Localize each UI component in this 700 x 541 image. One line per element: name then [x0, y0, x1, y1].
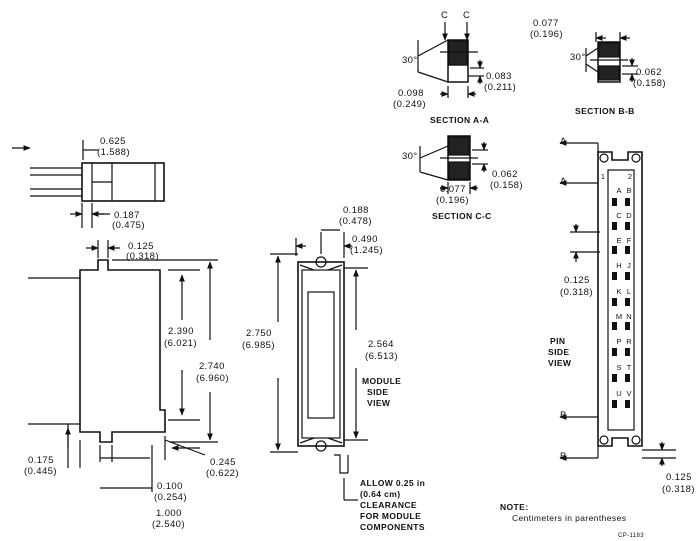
module-side-view-label-3: VIEW: [367, 398, 391, 408]
dim-0245-cm: (0.622): [206, 468, 239, 479]
dim-2564: 2.564: [368, 339, 394, 350]
pin-label-left: C: [616, 211, 622, 220]
pin-label-right: N: [626, 312, 632, 321]
front-view: [28, 240, 218, 492]
pin-label-right: F: [626, 236, 632, 245]
pin-label-left: P: [616, 337, 622, 346]
right-dim-0125: 0.125: [666, 472, 692, 483]
section-cc-dim-0062: 0.062: [492, 169, 518, 180]
allow-line-3: CLEARANCE: [360, 500, 417, 510]
section-aa-dim-0098-cm: (0.249): [393, 99, 426, 110]
marker-b-1: B: [560, 410, 567, 421]
section-cc-dim-0077: 0.077: [440, 184, 466, 195]
right-dim-0125-cm: (0.318): [662, 484, 695, 495]
dim-1000: 1.000: [156, 508, 182, 519]
dim-2390-cm: (6.021): [164, 338, 197, 349]
section-bb-drawing: [585, 32, 638, 83]
module-side-view-drawing: [270, 229, 368, 501]
pin-label-right: R: [626, 337, 632, 346]
dim-0187-cm: (0.475): [112, 220, 145, 231]
dim-0187: 0.187: [114, 210, 140, 221]
pin-label-left: U: [616, 389, 622, 398]
dim-2390: 2.390: [168, 326, 194, 337]
pin-label-right: T: [626, 363, 632, 372]
dim-2564-cm: (6.513): [365, 351, 398, 362]
dim-0125: 0.125: [128, 241, 154, 252]
section-aa-angle: 30°: [402, 55, 418, 66]
section-cc-title: SECTION C-C: [432, 211, 492, 221]
dim-2750: 2.750: [246, 328, 272, 339]
section-aa-dim-0083-cm: (0.211): [484, 82, 517, 93]
pin-number-1: 1: [600, 172, 606, 181]
section-bb-title: SECTION B-B: [575, 106, 635, 116]
pin-label-right: J: [627, 261, 631, 270]
dim-0490-cm: (1.245): [350, 245, 383, 256]
pin-label-left: E: [616, 236, 622, 245]
dim-0100-cm: (0.254): [154, 492, 187, 503]
allow-line-1: ALLOW 0.25 in: [360, 478, 426, 488]
marker-b-2: B: [560, 451, 567, 462]
top-view: [12, 140, 165, 228]
pin-dim-0125-cm: (0.318): [560, 287, 593, 298]
dim-0490: 0.490: [352, 234, 378, 245]
pin-side-view-drawing: [559, 140, 676, 466]
section-bb-dim-0062: 0.062: [636, 67, 662, 78]
dim-0188-cm: (0.478): [339, 216, 372, 227]
section-cc-dim-0077-cm: (0.196): [436, 195, 469, 206]
pin-side-view-label-1: PIN: [550, 336, 566, 346]
pin-label-right: B: [626, 186, 632, 195]
allow-line-5: COMPONENTS: [360, 522, 425, 532]
marker-a-2: A: [560, 176, 567, 187]
marker-a-1: A: [560, 136, 567, 147]
dim-0175: 0.175: [28, 455, 54, 466]
pin-dim-0125: 0.125: [564, 275, 590, 286]
section-aa-c-left: C: [441, 10, 449, 21]
pin-label-left: S: [616, 363, 622, 372]
section-cc-dim-0062-cm: (0.158): [490, 180, 523, 191]
pin-number-2: 2: [627, 172, 633, 181]
pin-label-left: H: [616, 261, 622, 270]
pin-side-view-label-2: SIDE: [548, 347, 570, 357]
section-aa-title: SECTION A-A: [430, 115, 490, 125]
section-cc-angle: 30°: [402, 151, 418, 162]
section-aa-drawing: [417, 22, 484, 98]
allow-line-4: FOR MODULE: [360, 511, 422, 521]
section-bb-dim-0077-cm: (0.196): [530, 29, 563, 40]
pin-label-left: A: [616, 186, 622, 195]
dim-2740: 2.740: [199, 361, 225, 372]
section-bb-dim-0062-cm: (0.158): [633, 78, 666, 89]
dim-0625: 0.625: [100, 136, 126, 147]
dim-1000-cm: (2.540): [152, 519, 185, 530]
pin-label-left: M: [615, 312, 623, 321]
section-bb-dim-0077: 0.077: [533, 18, 559, 29]
section-cc-drawing: [419, 135, 488, 194]
dim-0175-cm: (0.445): [24, 466, 57, 477]
section-aa-dim-0098: 0.098: [398, 88, 424, 99]
module-side-view-label-1: MODULE: [362, 376, 402, 386]
dim-2740-cm: (6.960): [196, 373, 229, 384]
dim-0245: 0.245: [210, 457, 236, 468]
pin-side-view-label-3: VIEW: [548, 358, 572, 368]
dim-0100: 0.100: [157, 481, 183, 492]
dim-2750-cm: (6.985): [242, 340, 275, 351]
section-aa-c-right: C: [463, 10, 471, 21]
pin-label-right: V: [626, 389, 632, 398]
note-text: Centimeters in parentheses: [512, 513, 627, 523]
module-side-view-label-2: SIDE: [367, 387, 389, 397]
allow-line-2: (0.64 cm): [360, 489, 401, 499]
pin-label-right: D: [626, 211, 632, 220]
pin-label-right: L: [626, 287, 632, 296]
pin-label-left: K: [616, 287, 622, 296]
dim-0188: 0.188: [343, 205, 369, 216]
dim-0125-cm: (0.318): [126, 251, 159, 262]
section-aa-dim-0083: 0.083: [486, 71, 512, 82]
note-title: NOTE:: [500, 502, 529, 512]
dim-0625-cm: (1.588): [97, 147, 130, 158]
section-bb-angle: 30°: [570, 52, 586, 63]
drawing-id: CP-1183: [618, 533, 645, 539]
